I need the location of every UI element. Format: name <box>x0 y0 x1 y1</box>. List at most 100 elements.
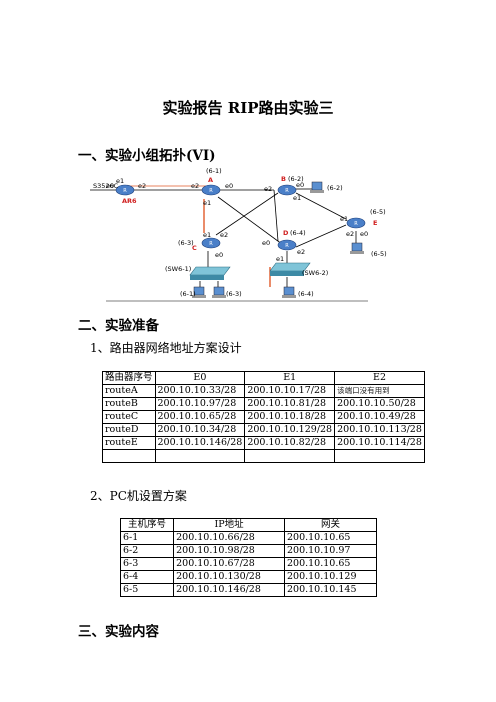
table-cell: 200.10.10.18/28 <box>244 410 336 424</box>
table-row: 6-5 200.10.10.146/28 200.10.10.145 <box>119 583 378 597</box>
router-e-e0-label: e0 <box>360 230 368 238</box>
table-cell: 200.10.10.113/28 <box>334 423 425 437</box>
router-c-e0-label: e0 <box>215 251 223 259</box>
section-topology-heading: 一、实验小组拓扑(VI) <box>78 148 216 164</box>
pc-6-1-icon <box>192 286 206 298</box>
ar6-e0-label: e0 <box>106 182 114 190</box>
router-d-e0-label: e0 <box>262 239 270 247</box>
link-to-d <box>273 189 279 242</box>
pc-6-2-icon <box>310 181 324 193</box>
table-cell: 200.10.10.66/28 <box>173 531 285 545</box>
svg-text:R: R <box>354 221 358 227</box>
table-cell: 200.10.10.146/28 <box>154 436 246 450</box>
section-content-heading: 三、实验内容 <box>78 624 159 640</box>
router-a-id: (6-1) <box>206 167 222 175</box>
router-d-e2-label: e2 <box>297 248 305 256</box>
router-c-e2-label: e2 <box>220 231 228 239</box>
table-cell: 200.10.10.65 <box>283 557 378 571</box>
router-c-id: (6-3) <box>178 239 194 247</box>
table-cell: 200.10.10.34/28 <box>154 423 246 437</box>
link-a-d <box>217 196 287 248</box>
table-row: routeD 200.10.10.34/28 200.10.10.129/28 … <box>102 423 425 437</box>
table-cell: 6-2 <box>119 544 175 558</box>
table-row: routeA 200.10.10.33/28 200.10.10.17/28 该… <box>102 384 425 398</box>
table-cell: routeB <box>102 397 156 411</box>
router-a-e0-label: e0 <box>225 182 233 190</box>
table-cell: 200.10.10.129/28 <box>244 423 336 437</box>
table-cell: 200.10.10.146/28 <box>173 583 285 597</box>
table-cell: routeE <box>102 436 156 450</box>
table-row: routeB 200.10.10.97/28 200.10.10.81/28 2… <box>102 397 425 411</box>
table-cell: routeA <box>102 384 156 398</box>
router-d-letter: D <box>283 229 289 237</box>
ar6-label: AR6 <box>122 197 137 205</box>
topology-diagram: R R R R R R <box>90 167 387 302</box>
switch-sw2-icon <box>269 262 311 276</box>
col-header: IP地址 <box>173 518 285 532</box>
pc-6-2-label: (6-2) <box>327 184 343 192</box>
table-cell: 200.10.10.33/28 <box>154 384 246 398</box>
pc-settings-table: 主机序号 IP地址 网关 6-1 200.10.10.66/28 200.10.… <box>119 518 378 597</box>
s3526c-label: S3526C <box>93 182 119 190</box>
router-d-icon: R <box>277 239 297 251</box>
table-cell: 200.10.10.81/28 <box>244 397 336 411</box>
router-b-e0-label: e0 <box>296 181 304 189</box>
section-prep-heading: 二、实验准备 <box>78 318 159 334</box>
table-cell: 6-3 <box>119 557 175 571</box>
table-cell: 200.10.10.98/28 <box>173 544 285 558</box>
col-header: 网关 <box>283 518 378 532</box>
table-row: 6-1 200.10.10.66/28 200.10.10.65 <box>119 531 378 545</box>
router-d-id: (6-4) <box>290 229 306 237</box>
table-cell: 200.10.10.50/28 <box>334 397 425 411</box>
table-cell: 200.10.10.67/28 <box>173 557 285 571</box>
table-cell: 200.10.10.129 <box>283 570 378 584</box>
table-cell: 该端口没有用到 <box>334 384 425 398</box>
router-e-e2-label: e2 <box>346 230 354 238</box>
link-d-e <box>295 224 347 248</box>
svg-text:R: R <box>123 188 127 194</box>
page-title: 实验报告 RIP路由实验三 <box>162 99 334 117</box>
sw2-label: (SW6-2) <box>302 269 328 277</box>
col-header: E1 <box>244 371 336 385</box>
router-b-icon: R <box>277 184 297 196</box>
router-c-letter: C <box>192 244 197 252</box>
router-e-letter: E <box>373 219 377 227</box>
sw1-label: (SW6-1) <box>165 265 191 273</box>
router-a-e1-label: e1 <box>203 199 211 207</box>
table-row: routeE 200.10.10.146/28 200.10.10.82/28 … <box>102 436 425 450</box>
table-cell: 200.10.10.130/28 <box>173 570 285 584</box>
pc-6-5-icon <box>350 242 364 254</box>
table-cell <box>244 449 336 463</box>
pc-6-5-label: (6-5) <box>371 250 387 258</box>
table-cell: routeD <box>102 423 156 437</box>
table-cell: 200.10.10.17/28 <box>244 384 336 398</box>
pc-6-4-label: (6-4) <box>298 290 314 298</box>
router-e-e1-label: e1 <box>340 215 348 223</box>
router-b-id: (6-2) <box>288 175 304 183</box>
router-ar6-icon: R <box>115 184 135 196</box>
router-b-e2-label: e2 <box>264 185 272 193</box>
table-cell: 6-5 <box>119 583 175 597</box>
table-cell: 200.10.10.145 <box>283 583 378 597</box>
table-header-row: 路由器序号 E0 E1 E2 <box>102 371 425 385</box>
pc-6-4-icon <box>282 286 296 298</box>
router-a-icon: R <box>201 184 221 196</box>
svg-text:R: R <box>285 243 289 249</box>
table-cell: 200.10.10.65/28 <box>154 410 246 424</box>
ar6-e2-label: e2 <box>138 182 146 190</box>
table-row: 6-3 200.10.10.67/28 200.10.10.65 <box>119 557 378 571</box>
table-row: routeC 200.10.10.65/28 200.10.10.18/28 2… <box>102 410 425 424</box>
table-cell: 200.10.10.114/28 <box>334 436 425 450</box>
link-c-b <box>215 192 279 236</box>
table-cell: 6-1 <box>119 531 175 545</box>
link-b-e <box>295 192 347 220</box>
sub-pc-plan: 2、PC机设置方案 <box>90 489 187 503</box>
table-row <box>102 449 425 463</box>
table-cell: 6-4 <box>119 570 175 584</box>
col-header: E2 <box>334 371 425 385</box>
pc-6-3-icon <box>212 286 226 298</box>
ar6-e1-label: e1 <box>116 177 124 185</box>
col-header: 路由器序号 <box>102 371 156 385</box>
router-c-icon: R <box>201 237 221 249</box>
router-e-icon: R <box>346 217 366 229</box>
